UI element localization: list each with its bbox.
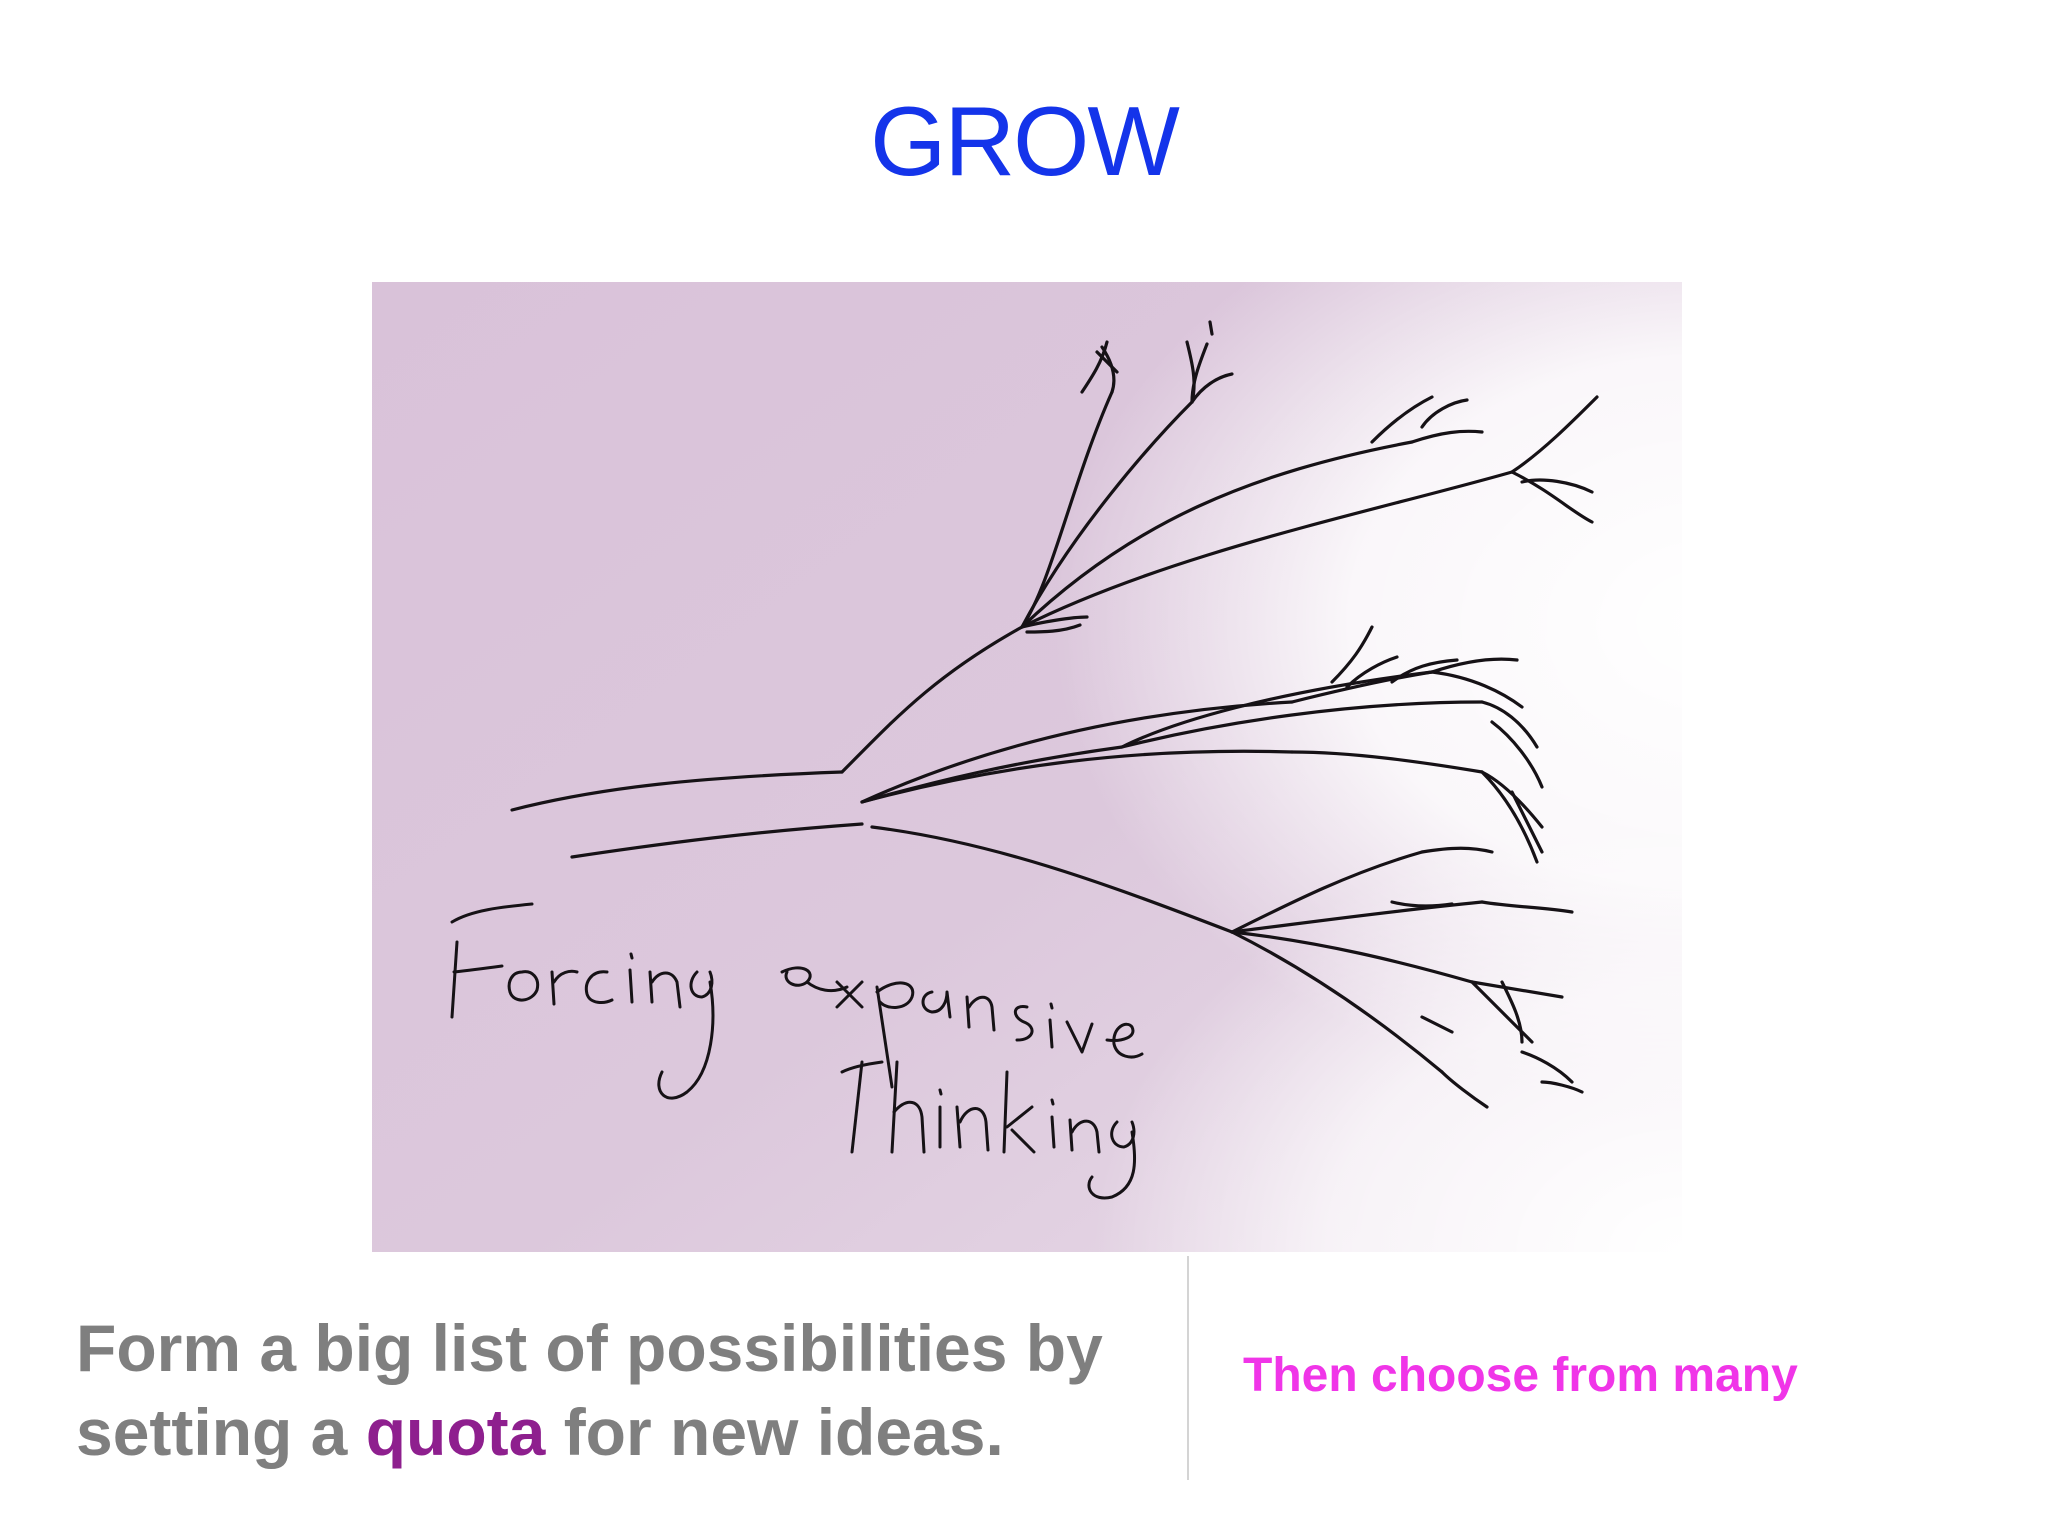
sketch-photo: [372, 282, 1682, 1252]
body-text: Form a big list of possibilities by sett…: [76, 1306, 1186, 1474]
body-text-part1: Form a big list of possibilities by sett…: [76, 1311, 1103, 1469]
vertical-divider: [1187, 1256, 1189, 1480]
slide-title: GROW: [870, 86, 1180, 196]
quota-highlight: quota: [365, 1395, 546, 1469]
side-note: Then choose from many: [1243, 1349, 1798, 1402]
branch-strokes: [510, 320, 1599, 1109]
branching-sketch-image: [372, 282, 1682, 1252]
handwritten-caption-art: [450, 902, 1144, 1200]
body-text-part2: for new ideas.: [545, 1395, 1004, 1469]
